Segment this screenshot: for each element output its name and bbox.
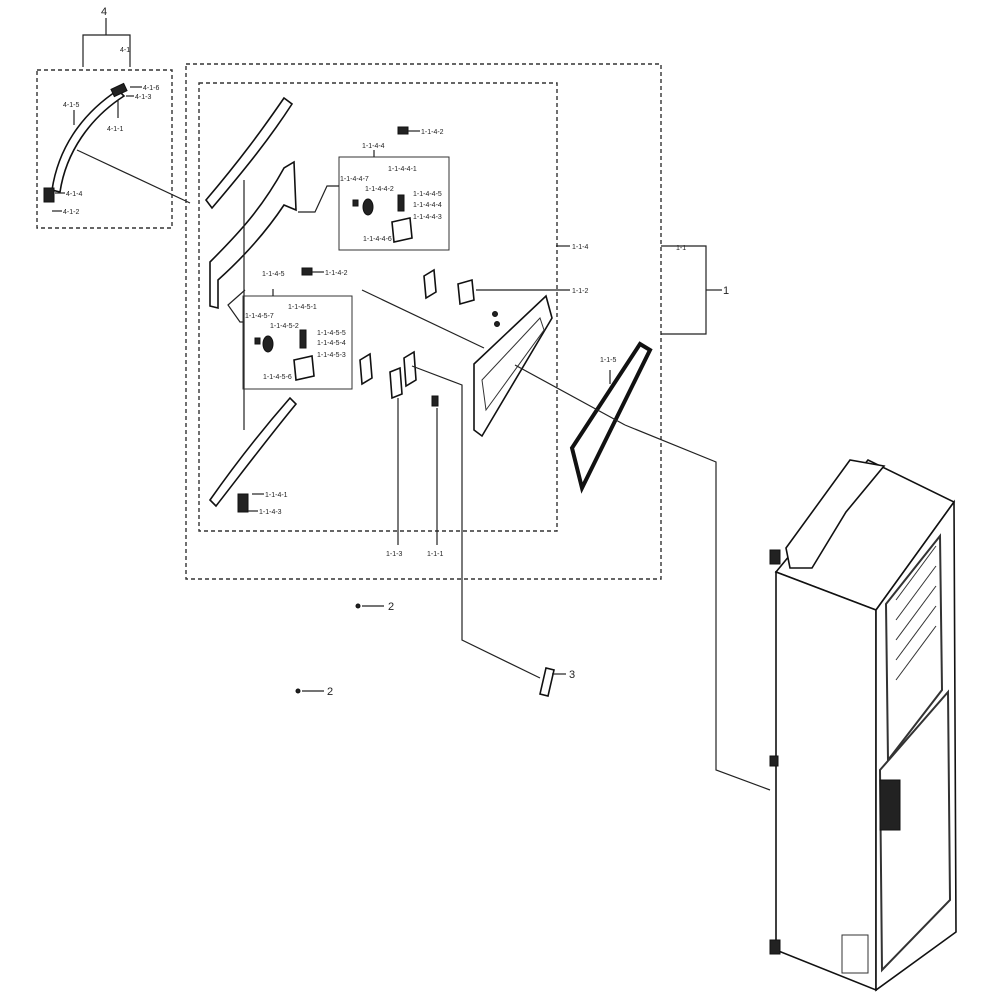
group-1-1-4-boundary [198,82,558,532]
callout-1-1-4-5-3: 1-1-4-5-3 [317,352,346,359]
cabinet-side [775,570,877,992]
door-gasket [569,341,653,494]
cabinet-foot [769,939,781,955]
screw-1-1-1 [431,395,439,407]
callout-1: 1 [723,285,729,297]
door-panel-frame [473,294,553,438]
callout-1-1-4: 1-1-4 [572,244,588,251]
hinge-plate-upper [403,350,417,388]
callout-1-1-4-5-7: 1-1-4-5-7 [245,313,274,320]
callout-1-1-4-2-upper: 1-1-4-2 [421,129,444,136]
screw-dot-a [492,311,498,317]
callout-2-upper: 2 [388,601,394,613]
callout-4: 4 [101,6,107,18]
leader-handle-to-door [76,149,191,204]
back-lower-panel [878,689,952,973]
hinge-spring-upper [397,194,405,212]
hinge-bracket-lower [293,355,315,381]
callout-1-1-4-5-1: 1-1-4-5-1 [288,304,317,311]
group-4-handle-assembly: 4 4-1 4-1-6 4-1-3 4-1-5 4-1-1 4-1-4 4-1-… [36,6,191,229]
callout-1-1-4-4-1: 1-1-4-4-1 [388,166,417,173]
group-1-1-door-assembly: 1-1-4-1 1-1-4-3 1-1-4-4 1-1-4-2 1-1-4-4-… [185,63,771,791]
screw-2-lower [295,688,301,694]
hinge-bracket-upper [391,217,413,243]
handle-bottom-cap [43,187,55,203]
bracket-1-1-2 [457,278,475,306]
callout-1-1-4-5-5: 1-1-4-5-5 [317,330,346,337]
callout-1-1-4-3: 1-1-4-3 [259,509,282,516]
callout-1-1-4-4-2: 1-1-4-4-2 [365,186,394,193]
callout-4-1-4: 4-1-4 [66,191,82,198]
callout-1-1: 1-1 [676,245,686,252]
callout-3: 3 [569,669,575,681]
callout-1-1-4-5: 1-1-4-5 [262,271,285,278]
group-1-1-boundary [185,63,662,580]
group-4-boundary [36,69,173,229]
refrigerator-cabinet [769,459,957,992]
screw-1-1-4-2-lower [301,267,313,276]
door-stop-upper [423,268,437,300]
callout-2-lower: 2 [327,686,333,698]
hinge-pin-lower [254,337,261,345]
hinge-cam-lower [262,335,274,353]
hinge-detail-box-upper [338,156,450,251]
callout-4-1-1: 4-1-1 [107,126,123,133]
callout-1-1-1: 1-1-1 [427,551,443,558]
callout-4-1-2: 4-1-2 [63,209,79,216]
handle-top-cap [110,82,128,98]
callout-4-1-3: 4-1-3 [135,94,151,101]
door-top-cap [204,96,294,210]
back-control-box [879,779,901,831]
callout-1-1-4-5-6: 1-1-4-5-6 [263,374,292,381]
leader-panel [361,289,485,349]
back-grille [884,533,944,763]
hinge-pin-upper [352,199,359,207]
callout-1-1-3: 1-1-3 [386,551,402,558]
leader-gasket-to-cabinet [624,424,771,791]
door-stop-lower [359,352,373,386]
callout-1-1-4-4-6: 1-1-4-4-6 [363,236,392,243]
cabinet-back [875,499,957,992]
callout-4-1-6: 4-1-6 [143,85,159,92]
door-frame-top [209,160,297,310]
callout-1-1-4-4-5: 1-1-4-4-5 [413,191,442,198]
top-hinge-plate [785,459,886,569]
callout-1-1-4-4-4: 1-1-4-4-4 [413,202,442,209]
screw-dot-b [494,321,500,327]
callout-1-1-4-4: 1-1-4-4 [362,143,385,150]
door-handle-bar [51,88,126,193]
loose-parts: 2 2 3 [295,601,575,698]
leader-to-part-3 [411,365,541,679]
hinge-spring-lower [299,329,307,349]
callout-1-1-4-4-7: 1-1-4-4-7 [340,176,369,183]
callout-4-1-5: 4-1-5 [63,102,79,109]
hinge-cam-upper [362,198,374,216]
callout-1-1-4-5-4: 1-1-4-5-4 [317,340,346,347]
callout-1-1-4-1: 1-1-4-1 [265,492,288,499]
callout-1-1-4-4-3: 1-1-4-4-3 [413,214,442,221]
callout-1-1-5: 1-1-5 [600,357,616,364]
bottom-screw [237,493,249,513]
hinge-plate-1-1-3 [389,366,403,400]
callout-1-1-2: 1-1-2 [572,288,588,295]
screw-1-1-4-2-upper [397,126,409,135]
hinge-detail-box-lower [242,295,353,390]
screw-2-upper [355,603,361,609]
door-panel-inner [481,317,545,412]
door-bottom-cap [208,396,298,508]
cabinet-middle-hinge-pin [769,755,779,767]
cabinet-vent [841,934,869,974]
part-3-clip [539,667,555,697]
callout-4-1: 4-1 [120,47,130,54]
cabinet-top-hinge-pin [769,549,781,565]
leader-gasket [514,364,626,426]
callout-1-1-4-5-2: 1-1-4-5-2 [270,323,299,330]
callout-1-1-4-2-lower: 1-1-4-2 [325,270,348,277]
